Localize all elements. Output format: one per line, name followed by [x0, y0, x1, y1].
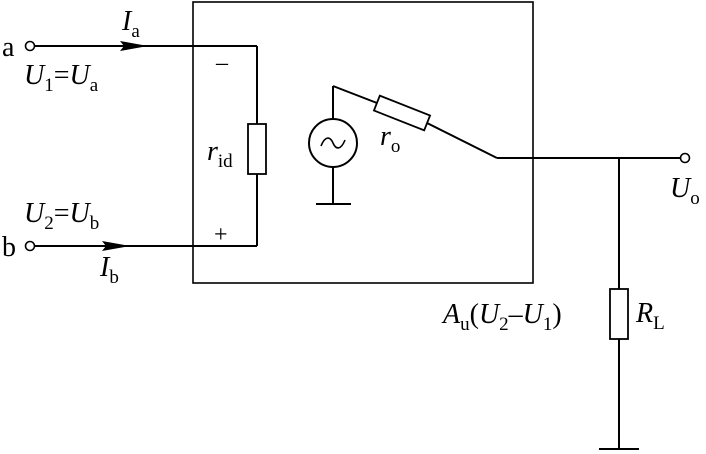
voltage-u1-label: U1=Ua — [24, 60, 99, 96]
rl-label: RL — [635, 298, 665, 334]
ro-label: ro — [380, 121, 400, 157]
terminal-b-label: b — [2, 232, 16, 263]
rid-label: rid — [207, 136, 233, 172]
ro-wire-right — [426, 122, 498, 159]
rl-resistor — [609, 288, 629, 340]
terminal-a-label: a — [2, 32, 15, 63]
current-arrow-b — [102, 241, 130, 251]
output-voltage-label: Uo — [670, 173, 700, 209]
current-ia-label: Ia — [121, 6, 140, 42]
amplifier-box — [192, 1, 534, 284]
terminal-b[interactable] — [24, 240, 36, 252]
plus-sign: + — [214, 222, 228, 248]
minus-sign: – — [215, 50, 229, 76]
rid-resistor — [247, 123, 267, 175]
current-ib-label: Ib — [99, 252, 119, 288]
current-arrow-a — [120, 41, 148, 51]
voltage-u2-label: U2=Ub — [24, 198, 99, 234]
ac-source-tilde-icon — [320, 137, 346, 149]
terminal-a[interactable] — [24, 40, 36, 52]
ro-wire-left — [332, 85, 378, 104]
terminal-out[interactable] — [679, 152, 691, 164]
gain-expression: Au(U2–U1) — [441, 299, 562, 335]
